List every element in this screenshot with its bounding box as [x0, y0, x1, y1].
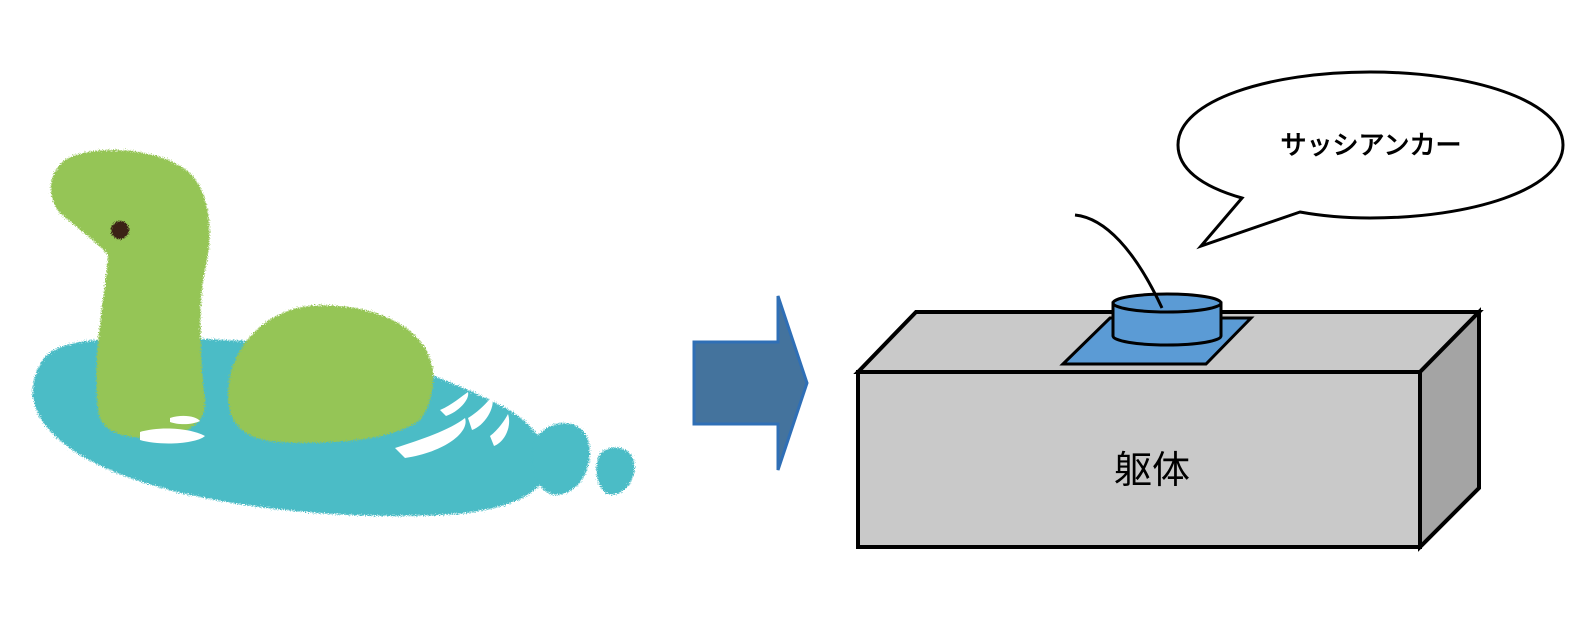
monster-hump [228, 305, 434, 443]
speech-bubble [1176, 70, 1565, 250]
block-label: 躯体 [1114, 448, 1190, 492]
water-highlight [468, 396, 493, 430]
water-highlight [140, 428, 205, 444]
monster-eye [111, 221, 129, 239]
water-highlights [140, 392, 510, 458]
sea-monster-icon [32, 149, 635, 516]
splash-drop-1 [532, 423, 590, 495]
sash-anchor [1111, 292, 1223, 347]
leader-line [1074, 213, 1164, 309]
water-highlight [395, 418, 466, 458]
callout-label: サッシアンカー [1281, 131, 1462, 161]
anchor-cylinder-body [1111, 301, 1223, 347]
block-front-face [856, 370, 1422, 549]
splash-drop-2 [596, 447, 635, 495]
water-highlight [170, 415, 200, 425]
water-highlight [440, 392, 469, 416]
monster-neck [50, 149, 210, 438]
water-highlight [490, 414, 510, 446]
anchor-cylinder-top [1111, 292, 1223, 314]
right-arrow-icon [692, 295, 809, 471]
